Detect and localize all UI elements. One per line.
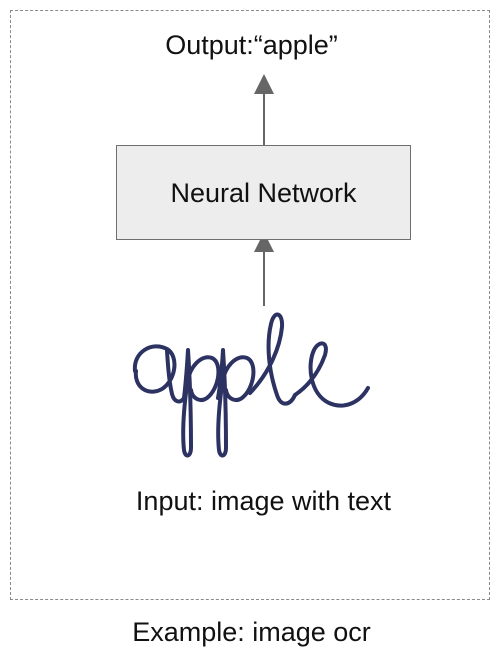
handwritten-apple-image: apple (132, 312, 370, 458)
input-label: Input: image with text (135, 486, 392, 516)
neural-network-box: Neural Network (116, 145, 411, 240)
diagram-caption: Example: image ocr (132, 617, 371, 647)
output-label: Output:“apple” (165, 30, 338, 60)
dashed-frame (10, 10, 490, 600)
neural-network-label: Neural Network (170, 177, 357, 208)
